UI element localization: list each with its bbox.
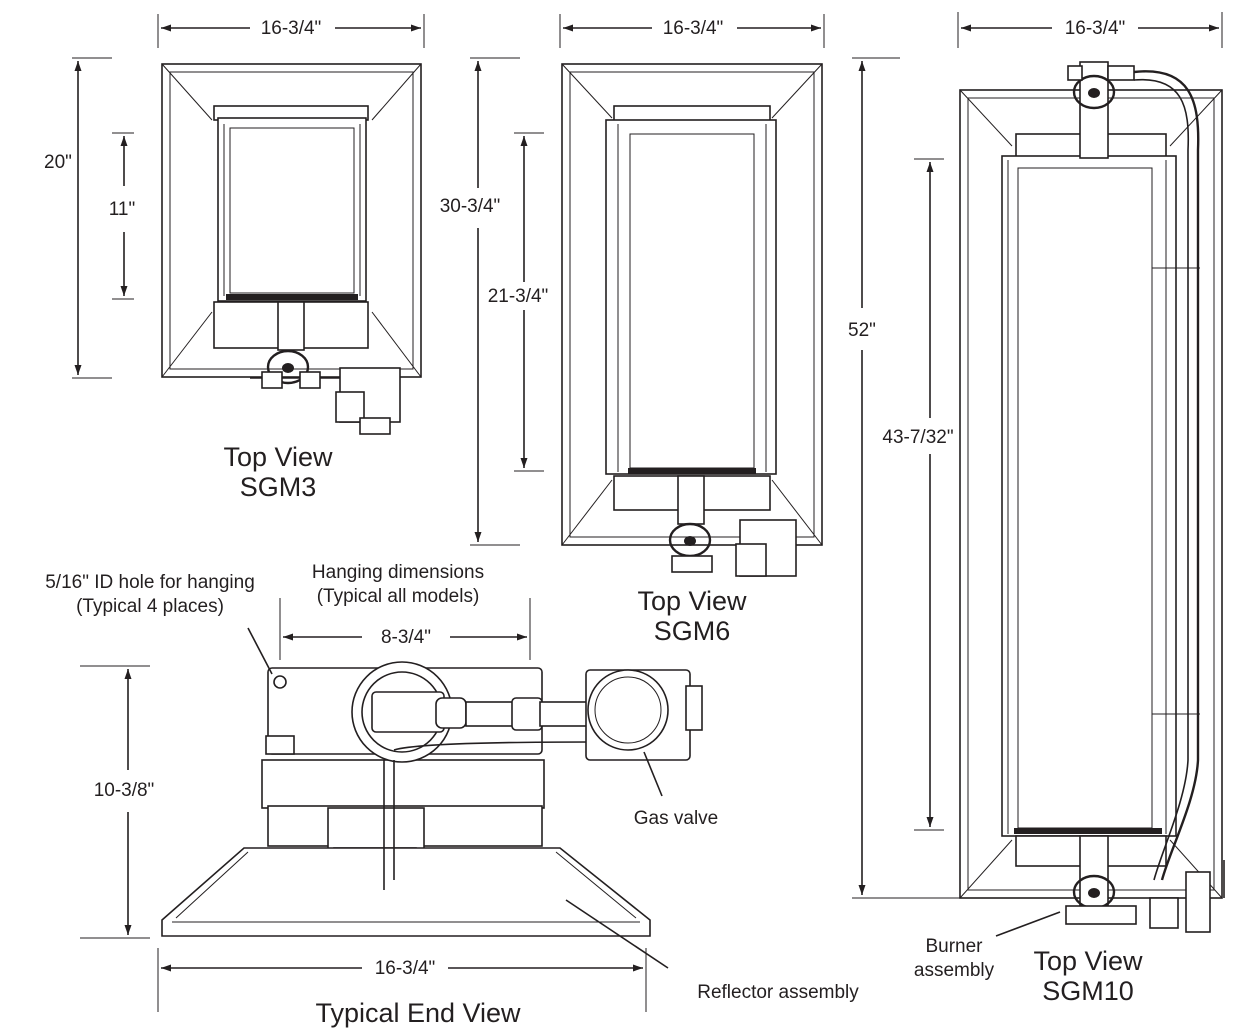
sgm10-caption-line2: SGM10 [1042,976,1134,1006]
end-height-label: 10-3/8" [94,780,155,801]
gas-valve-label: Gas valve [634,808,718,829]
captions: Top View SGM3 Top View SGM6 Top View SGM… [45,442,1143,1028]
sgm3-length-label: 20" [44,152,72,173]
end-hanging-width-label: 8-3/4" [381,627,431,648]
burner-label-line2: assembly [914,960,995,981]
sgm10-top-view: 16-3/4" 52" 43-7/32" [848,12,1225,933]
sgm10-caption-line1: Top View [1033,946,1143,976]
sgm6-top-view: 16-3/4" 30-3/4" 21-3/4" [440,14,825,577]
end-view: 8-3/4" 10-3/8" 16-3/4" [80,598,703,1012]
hole-note-line2: (Typical 4 places) [76,596,224,617]
sgm3-width-label: 16-3/4" [261,18,322,39]
sgm3-top-view: 16-3/4" 20" 11" [44,14,425,435]
sgm3-caption-line1: Top View [223,442,333,472]
end-width-label: 16-3/4" [375,958,436,979]
sgm10-hanging-label: 43-7/32" [882,427,953,448]
hanging-note-line2: (Typical all models) [317,586,480,607]
hanging-note-line1: Hanging dimensions [312,562,484,583]
reflector-label: Reflector assembly [697,982,859,1003]
sgm10-width-label: 16-3/4" [1065,18,1126,39]
sgm6-length-label: 30-3/4" [440,196,501,217]
sgm3-hanging-label: 11" [109,199,135,220]
hole-note-line1: 5/16" ID hole for hanging [45,572,255,593]
sgm6-hanging-label: 21-3/4" [488,286,549,307]
sgm6-width-label: 16-3/4" [663,18,724,39]
sgm6-caption-line1: Top View [637,586,747,616]
sgm3-caption-line2: SGM3 [240,472,317,502]
burner-label-line1: Burner [925,936,983,957]
sgm6-caption-line2: SGM6 [654,616,731,646]
sgm10-length-label: 52" [848,320,876,341]
end-view-caption: Typical End View [315,998,521,1028]
